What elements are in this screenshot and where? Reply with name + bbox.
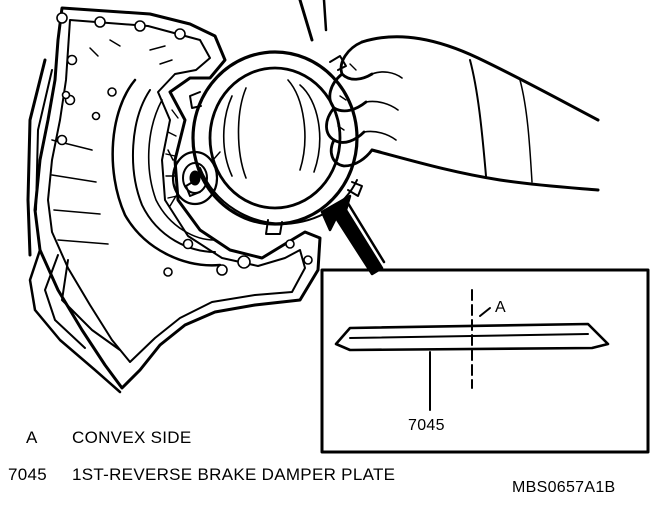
inset-box bbox=[320, 268, 650, 454]
legend-key-a: A bbox=[26, 428, 38, 447]
legend-text-7045: 1ST-REVERSE BRAKE DAMPER PLATE bbox=[72, 465, 396, 484]
legend-key-7045: 7045 bbox=[8, 465, 48, 484]
hand bbox=[325, 35, 600, 192]
legend-text-a: CONVEX SIDE bbox=[72, 428, 192, 447]
inset-label-part: 7045 bbox=[408, 417, 445, 434]
rod bbox=[298, 0, 314, 42]
figure-code: MBS0657A1B bbox=[512, 479, 616, 496]
rod-2 bbox=[322, 0, 328, 32]
inset-label-a: A bbox=[495, 299, 506, 316]
pointer-arrow bbox=[320, 194, 386, 276]
transmission-case bbox=[26, 6, 322, 394]
